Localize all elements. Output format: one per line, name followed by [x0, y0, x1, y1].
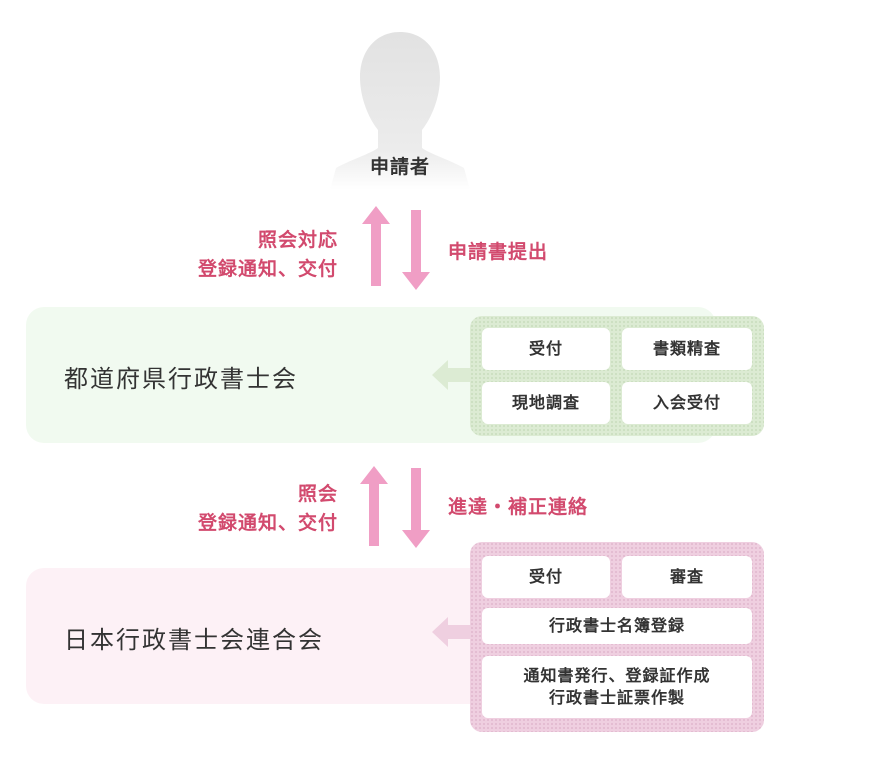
bottom-response-line-1: 照会 [297, 483, 338, 505]
task-site-survey: 現地調査 [482, 382, 610, 424]
applicant-label: 申請者 [369, 156, 430, 178]
task-reception: 受付 [482, 328, 610, 370]
task-examination: 審査 [622, 556, 752, 598]
bottom-response-line-2: 登録通知、交付 [197, 512, 338, 534]
national-federation-name: 日本行政書士会連合会 [64, 626, 324, 654]
top-response-label: 照会対応 登録通知、交付 [150, 226, 338, 284]
up-arrow-icon [360, 466, 388, 546]
prefectural-process-box: 受付 書類精査 現地調査 入会受付 [470, 316, 764, 436]
top-submit-label: 申請書提出 [448, 241, 549, 263]
task-issuance-line-1: 通知書発行、登録証作成 [523, 666, 711, 685]
prefectural-association-name: 都道府県行政書士会 [64, 365, 298, 393]
top-response-line-1: 照会対応 [257, 229, 338, 251]
task-issuance-line-2: 行政書士証票作製 [548, 688, 685, 707]
top-response-line-2: 登録通知、交付 [197, 258, 338, 280]
bottom-response-label: 照会 登録通知、交付 [150, 480, 338, 538]
down-arrow-icon [402, 468, 430, 548]
federation-process-box: 受付 審査 行政書士名簿登録 通知書発行、登録証作成 行政書士証票作製 [470, 542, 764, 732]
person-silhouette-icon [330, 32, 470, 190]
left-arrow-icon [432, 617, 472, 651]
task-membership-reception: 入会受付 [622, 382, 752, 424]
up-arrow-icon [362, 206, 390, 286]
task-issuance: 通知書発行、登録証作成 行政書士証票作製 [482, 656, 752, 718]
applicant-figure [330, 30, 470, 190]
bottom-forward-label: 進達・補正連絡 [448, 496, 589, 518]
task-document-review: 書類精査 [622, 328, 752, 370]
down-arrow-icon [402, 210, 430, 290]
left-arrow-icon [432, 360, 472, 394]
task-registry-registration: 行政書士名簿登録 [482, 608, 752, 644]
task-reception: 受付 [482, 556, 610, 598]
